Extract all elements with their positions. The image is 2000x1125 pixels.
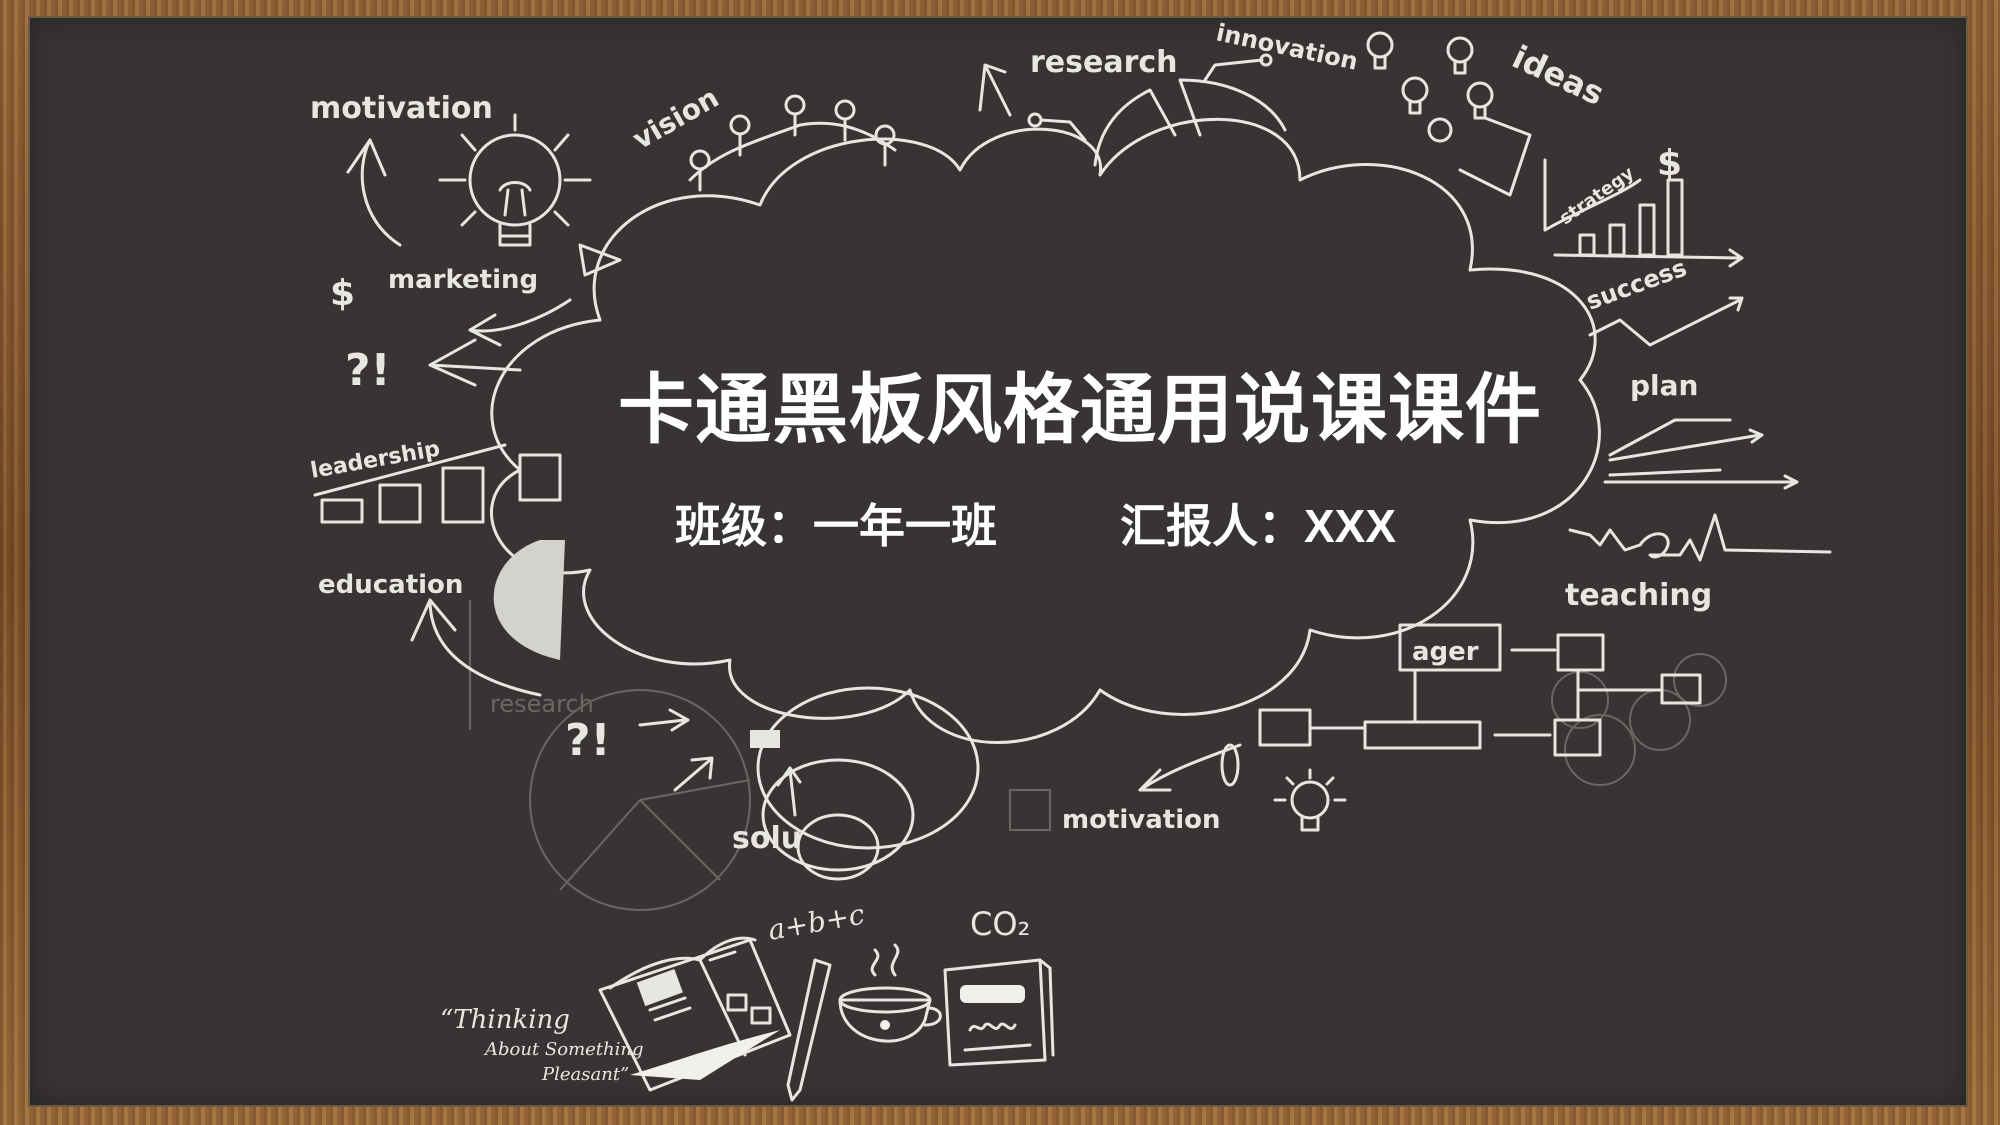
svg-text:About Something: About Something — [483, 1039, 644, 1060]
svg-text:CO₂: CO₂ — [970, 905, 1030, 943]
svg-text:Pleasant”: Pleasant” — [541, 1064, 629, 1085]
notebook-icon — [943, 958, 1055, 1067]
solution-circles-doodle — [756, 686, 980, 881]
svg-text:leadership: leadership — [309, 437, 442, 484]
svg-text:marketing: marketing — [388, 265, 538, 295]
motivation-bottom-doodle: motivation — [1062, 743, 1347, 835]
svg-text:$: $ — [1657, 143, 1682, 184]
svg-text:teaching: teaching — [1565, 578, 1712, 613]
cloud-outline — [490, 117, 1601, 744]
svg-text:solu: solu — [732, 821, 802, 856]
pencil-icon — [786, 958, 832, 1102]
svg-text:“Thinking: “Thinking — [440, 1005, 570, 1035]
svg-text:success: success — [1582, 254, 1690, 316]
open-book-icon — [598, 936, 792, 1092]
coffee-cup-icon — [838, 943, 942, 1043]
svg-text:motivation: motivation — [310, 91, 493, 126]
svg-text:a+b+c: a+b+c — [765, 897, 867, 946]
slide-title: 卡通黑板风格通用说课课件 — [618, 365, 1542, 454]
reporter-name: XXX — [1304, 500, 1397, 552]
plan-chart-doodle: plan — [1603, 369, 1799, 490]
svg-text:?!: ?! — [565, 715, 611, 766]
svg-text:education: education — [318, 570, 463, 600]
reporter-label: 汇报人： — [1120, 499, 1304, 553]
svg-text:?!: ?! — [345, 345, 391, 396]
motivation-bulb-doodle: motivation $ marketing ?! — [310, 91, 622, 396]
leadership-education-doodle: leadership education research ?! solu — [309, 437, 802, 856]
svg-text:innovation: innovation — [1214, 18, 1361, 75]
org-chart-doodle: ager — [1258, 623, 1702, 757]
bottom-doodles: “Thinking About Something Pleasant” a+b+… — [440, 897, 1055, 1102]
svg-text:research: research — [490, 690, 594, 718]
svg-text:motivation: motivation — [1062, 805, 1221, 835]
svg-text:ideas: ideas — [1507, 38, 1610, 113]
svg-text:vision: vision — [627, 81, 724, 156]
svg-text:plan: plan — [1630, 369, 1698, 402]
svg-text:research: research — [1030, 45, 1178, 80]
teaching-heartbeat-doodle: teaching — [1565, 513, 1832, 613]
class-label: 班级：一年一班 — [675, 499, 997, 553]
reporter-line: 汇报人：XXX — [1120, 490, 1396, 556]
svg-text:ager: ager — [1412, 637, 1479, 667]
svg-text:$: $ — [330, 273, 355, 314]
